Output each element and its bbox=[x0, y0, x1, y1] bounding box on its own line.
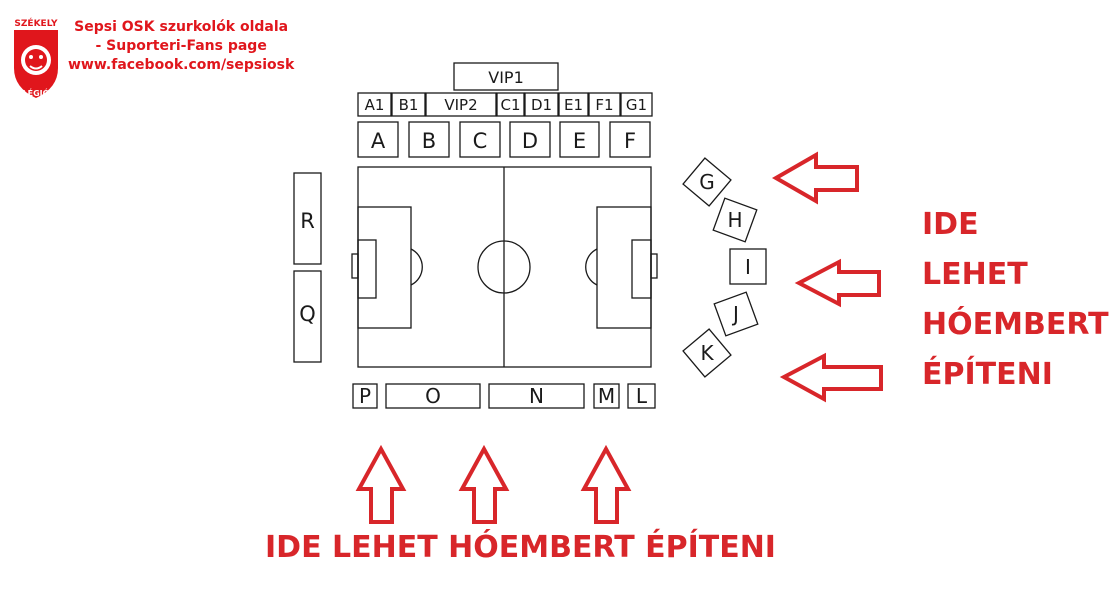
header-line-3: www.facebook.com/sepsiosk bbox=[68, 57, 295, 73]
label-l: L bbox=[636, 384, 648, 408]
arrow-left-2-icon bbox=[794, 258, 881, 308]
header-line-1: Sepsi OSK szurkolók oldala bbox=[74, 19, 289, 35]
side-line-4: ÉPÍTENI bbox=[922, 357, 1053, 392]
label-o: O bbox=[425, 384, 441, 408]
label-b1: B1 bbox=[399, 96, 419, 114]
section-g[interactable] bbox=[682, 157, 732, 207]
section-o[interactable] bbox=[385, 383, 481, 409]
label-a: A bbox=[371, 129, 386, 153]
label-r: R bbox=[300, 209, 315, 233]
label-f1: F1 bbox=[595, 96, 613, 114]
label-d: D bbox=[522, 129, 538, 153]
section-d[interactable] bbox=[509, 121, 551, 158]
section-q[interactable] bbox=[293, 270, 322, 363]
section-l[interactable] bbox=[627, 383, 656, 409]
szekely-legio-logo-icon: SZÉKELY LÉGIÓ bbox=[14, 17, 58, 98]
header-line-2: - Suporteri-Fans page bbox=[95, 38, 267, 54]
section-n[interactable] bbox=[488, 383, 585, 409]
label-vip1: VIP1 bbox=[488, 68, 524, 87]
side-annotation: IDE LEHET HÓEMBERT ÉPÍTENI bbox=[922, 200, 1109, 400]
label-f: F bbox=[624, 129, 636, 153]
section-b1[interactable] bbox=[391, 92, 426, 117]
label-e: E bbox=[573, 129, 586, 153]
section-e[interactable] bbox=[559, 121, 600, 158]
label-j: J bbox=[731, 302, 739, 326]
side-line-1: IDE bbox=[922, 207, 979, 242]
section-f[interactable] bbox=[609, 121, 651, 158]
section-p[interactable] bbox=[352, 383, 378, 409]
label-k: K bbox=[700, 341, 714, 365]
logo-text-bottom: LÉGIÓ bbox=[23, 87, 50, 98]
section-a[interactable] bbox=[357, 121, 399, 158]
section-h[interactable] bbox=[712, 197, 758, 243]
section-f1[interactable] bbox=[588, 92, 621, 117]
section-vip1[interactable] bbox=[453, 62, 559, 91]
side-line-3: HÓEMBERT bbox=[922, 307, 1109, 342]
label-p: P bbox=[359, 384, 371, 408]
section-a1[interactable] bbox=[357, 92, 392, 117]
section-g1[interactable] bbox=[620, 92, 653, 117]
label-h: H bbox=[727, 208, 742, 232]
arrow-left-1-icon bbox=[771, 151, 859, 205]
section-k[interactable] bbox=[682, 328, 732, 378]
label-e1: E1 bbox=[564, 96, 583, 114]
label-a1: A1 bbox=[365, 96, 385, 114]
side-line-2: LEHET bbox=[922, 257, 1028, 292]
label-d1: D1 bbox=[531, 96, 552, 114]
label-i: I bbox=[745, 255, 751, 279]
label-vip2: VIP2 bbox=[444, 96, 477, 114]
section-r[interactable] bbox=[293, 172, 322, 265]
arrow-up-3-icon bbox=[580, 444, 632, 524]
label-q: Q bbox=[299, 302, 316, 326]
label-c: C bbox=[473, 129, 488, 153]
label-g: G bbox=[699, 170, 715, 194]
arrow-left-3-icon bbox=[779, 352, 883, 403]
bottom-annotation: IDE LEHET HÓEMBERT ÉPÍTENI bbox=[265, 530, 776, 565]
section-m[interactable] bbox=[593, 383, 620, 409]
section-d1[interactable] bbox=[524, 92, 559, 117]
section-c1[interactable] bbox=[496, 92, 525, 117]
section-b[interactable] bbox=[408, 121, 450, 158]
section-c[interactable] bbox=[459, 121, 501, 158]
section-labels: VIP1 A1 B1 VIP2 C1 D1 E1 F1 G1 A B C D E… bbox=[299, 68, 751, 408]
header-text: Sepsi OSK szurkolók oldala - Suporteri-F… bbox=[68, 18, 294, 75]
label-g1: G1 bbox=[626, 96, 647, 114]
label-n: N bbox=[529, 384, 544, 408]
arrow-up-1-icon bbox=[355, 444, 407, 524]
header: SZÉKELY LÉGIÓ Sepsi OSK szurkolók oldala… bbox=[6, 10, 336, 102]
label-m: M bbox=[598, 384, 615, 408]
section-j[interactable] bbox=[713, 291, 759, 337]
logo-text-top: SZÉKELY bbox=[14, 17, 58, 29]
label-b: B bbox=[422, 129, 436, 153]
section-i[interactable] bbox=[729, 248, 767, 285]
label-c1: C1 bbox=[500, 96, 520, 114]
section-vip2[interactable] bbox=[425, 92, 497, 117]
section-e1[interactable] bbox=[558, 92, 589, 117]
arrow-up-2-icon bbox=[458, 444, 510, 524]
